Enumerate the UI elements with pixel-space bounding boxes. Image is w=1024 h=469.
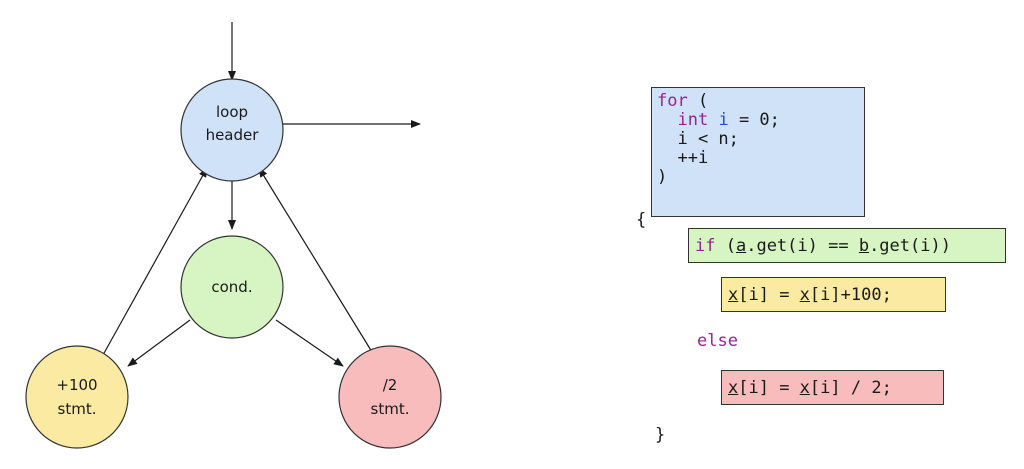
for-init-rest: = 0; [728,110,780,130]
loop-var-i: i [718,110,729,130]
open-brace: { [636,210,647,230]
keyword-else: else [697,331,738,351]
for-header-code: for ( int i = 0; i < n; ++i ) [657,92,780,187]
node-cond-circle [180,235,284,339]
then-statement-box [721,277,946,312]
node-div2-label-1: /2 [383,376,398,394]
node-cond: cond. [180,235,284,339]
if-condition-code: if (a.get(i) == b.get(i)) [695,237,951,256]
else-statement-box [721,370,944,405]
else-mid: [i] = [738,378,800,398]
if-open: ( [715,236,736,256]
close-brace: } [655,425,666,445]
node-loop-header: loop header [180,78,284,182]
var-b: b [858,236,870,256]
keyword-if: if [695,236,716,256]
for-header-box [651,87,865,217]
then-var-x-1: x [728,285,739,305]
node-loop-header-label-1: loop [216,103,248,121]
for-close-paren: ) [657,167,668,187]
var-a: a [735,236,747,256]
for-open-paren: ( [687,91,709,111]
then-mid: [i] = [738,285,800,305]
for-condition: i < n; [677,129,739,149]
else-statement-code: x[i] = x[i] / 2; [728,379,892,398]
if-get-2: .get(i)) [869,236,951,256]
edge-plus100-to-loop-header [102,167,208,356]
keyword-for: for [657,91,688,111]
if-get-1: .get(i) == [746,236,859,256]
edge-div2-to-loop-header [258,167,373,353]
then-statement-code: x[i] = x[i]+100; [728,286,892,305]
else-var-x-2: x [799,378,810,398]
else-tail: [i] / 2; [809,378,892,398]
node-div2-circle [338,345,442,449]
node-cond-label: cond. [211,278,252,296]
node-div2: /2 stmt. [338,345,442,449]
else-var-x-1: x [728,378,739,398]
node-plus100: +100 stmt. [25,345,129,449]
edge-cond-to-div2 [275,319,344,367]
then-var-x-2: x [799,285,810,305]
for-increment: ++i [677,148,709,168]
node-loop-header-circle [180,78,284,182]
if-condition-box [688,228,1006,263]
type-int: int [677,110,709,130]
edge-cond-to-plus100 [127,319,191,367]
node-plus100-label-1: +100 [56,376,97,394]
then-tail: [i]+100; [809,285,892,305]
node-div2-label-2: stmt. [371,400,410,418]
node-plus100-circle [25,345,129,449]
node-plus100-label-2: stmt. [58,400,97,418]
control-flow-graph: loop header cond. +100 stmt. /2 stmt. [25,22,442,449]
node-loop-header-label-2: header [206,126,260,144]
